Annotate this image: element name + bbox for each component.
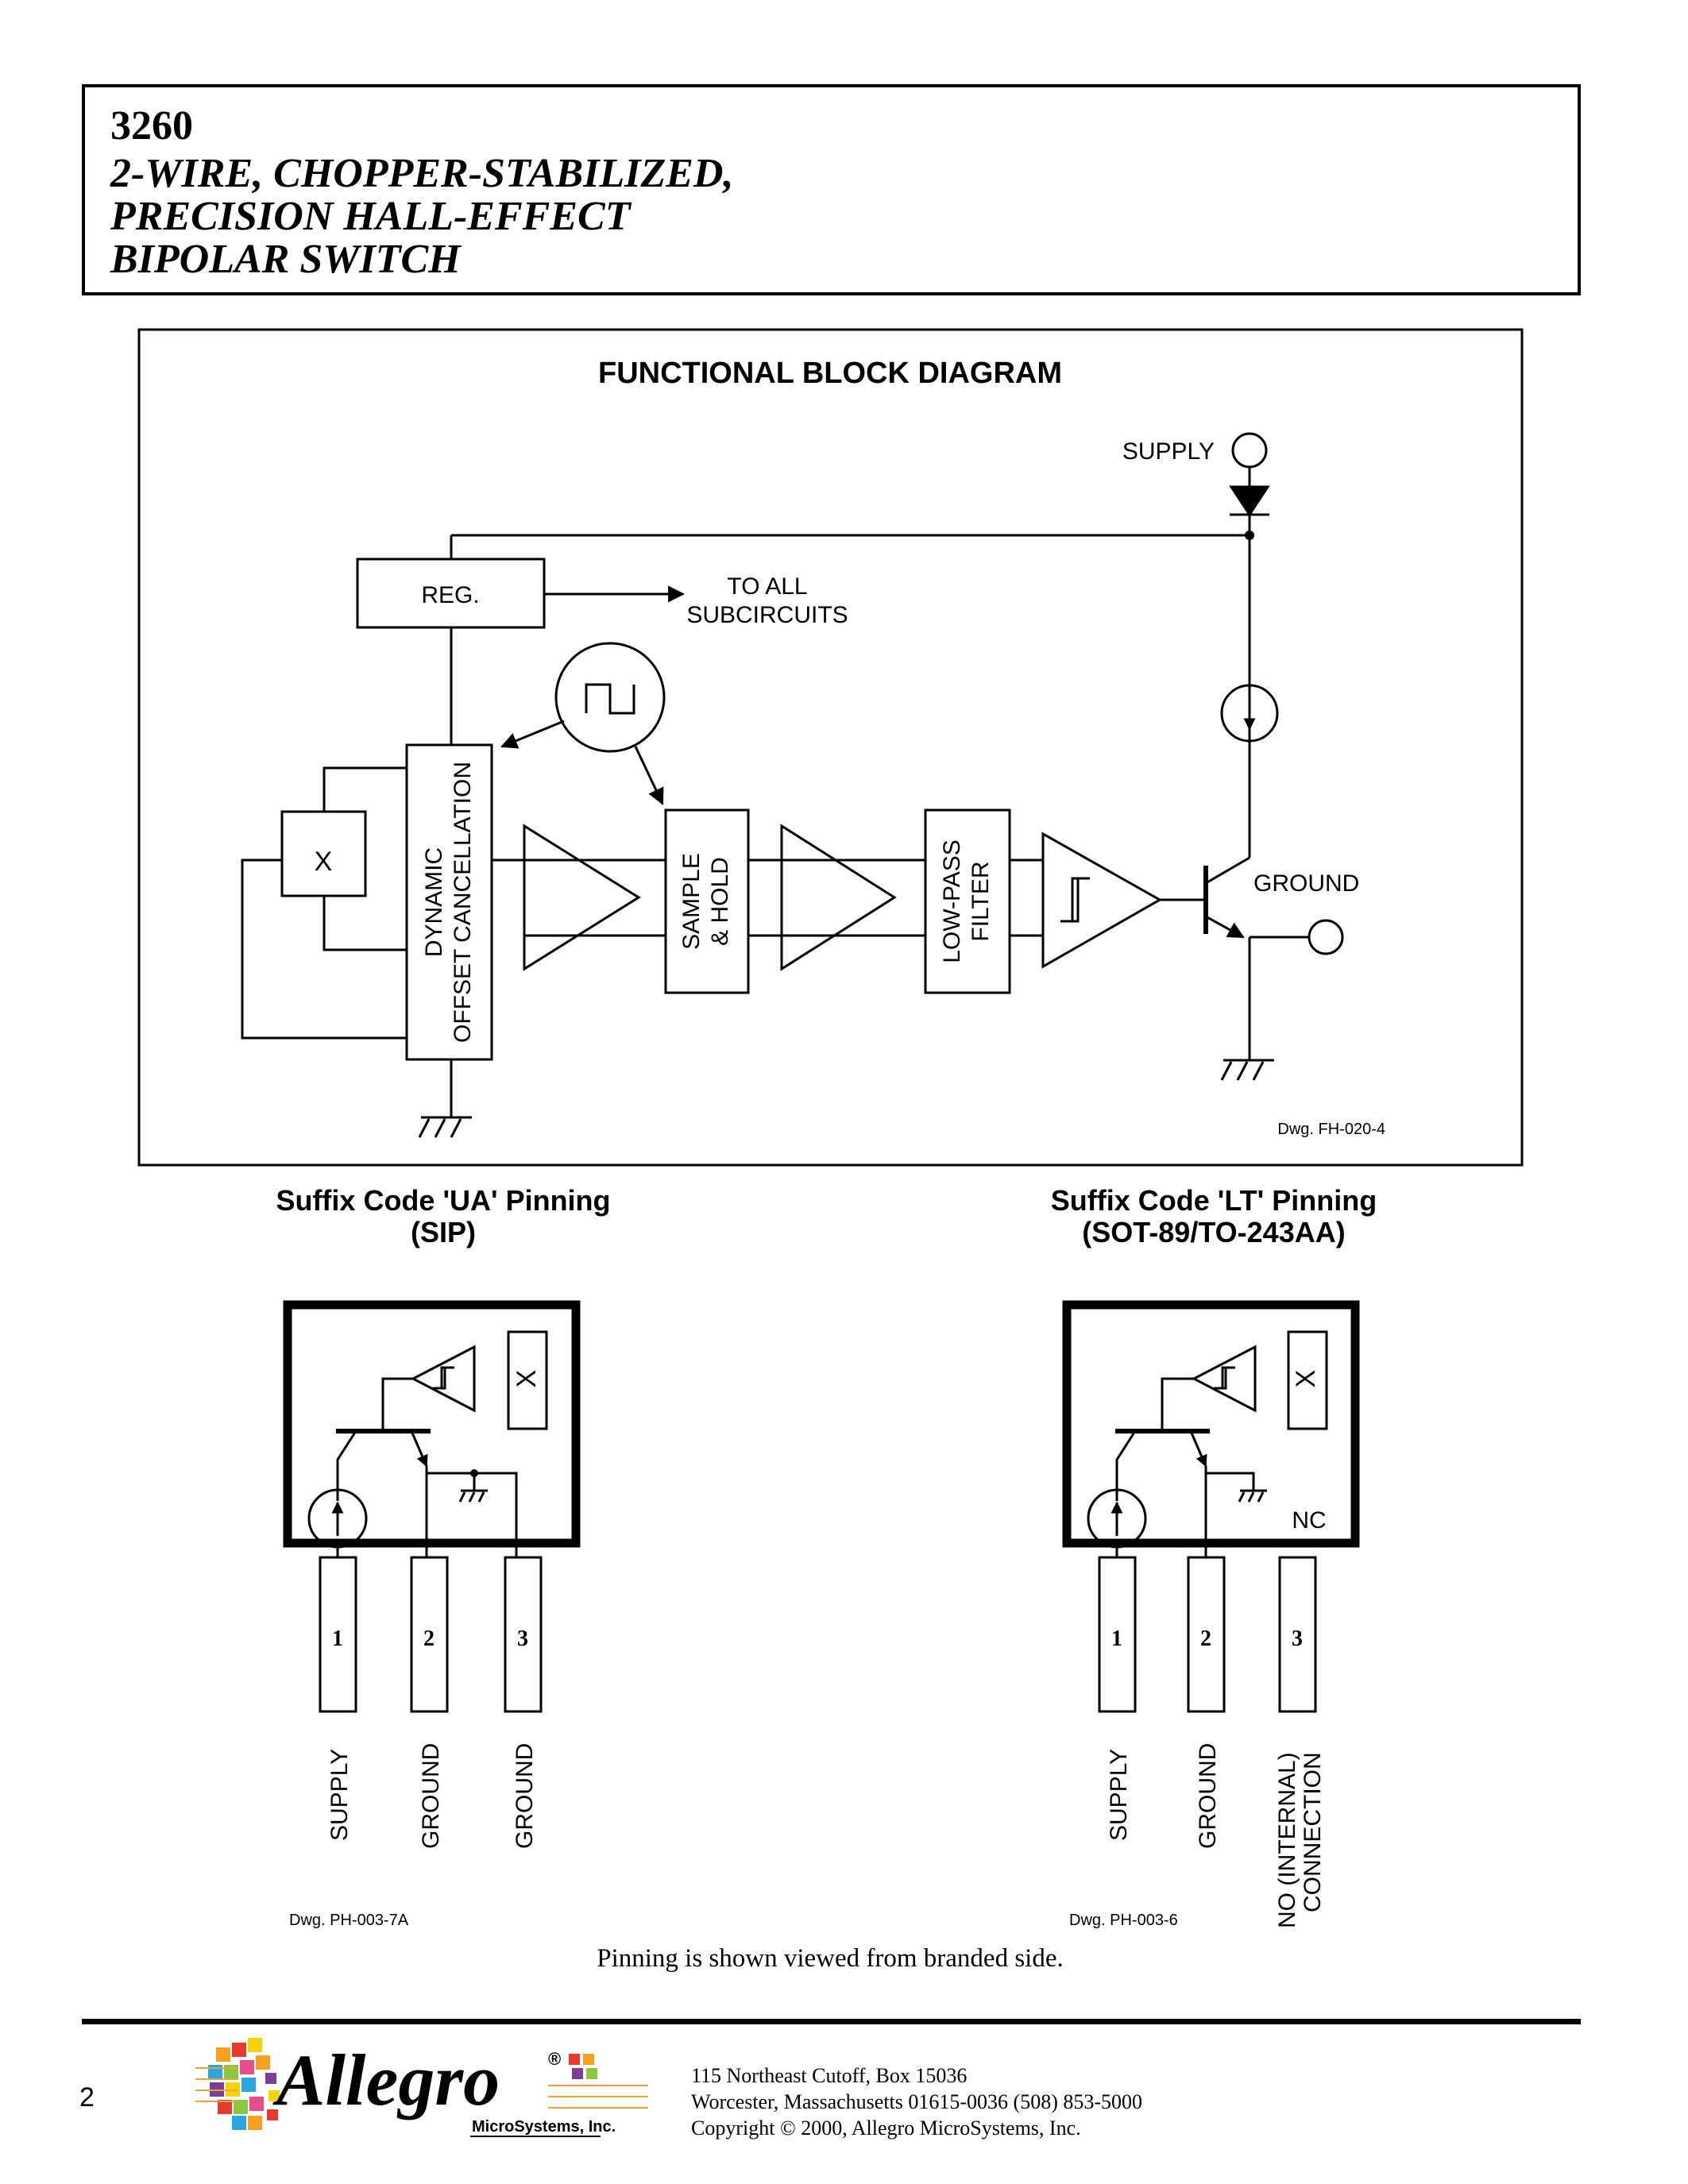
title-line-1: 2-WIRE, CHOPPER-STABILIZED,	[110, 151, 734, 196]
part-number: 3260	[110, 103, 193, 149]
allegro-logo: Allegro ® MicroSystems, Inc.	[195, 2038, 648, 2137]
ua-pin-3	[504, 1556, 543, 1713]
sh-label-1: SAMPLE	[678, 853, 705, 950]
logo-color-mosaic	[208, 2038, 597, 2130]
ua-pin-2-label: GROUND	[418, 1743, 444, 1849]
title-box: 3260 2-WIRE, CHOPPER-STABILIZED, PRECISI…	[82, 84, 1581, 295]
title-line-2: PRECISION HALL-EFFECT	[110, 194, 631, 239]
lt-pin-1-label: SUPPLY	[1106, 1749, 1132, 1841]
lt-pin-2-label: GROUND	[1195, 1743, 1221, 1849]
ua-title-1: Suffix Code 'UA' Pinning	[276, 1184, 610, 1217]
amplifier-1-icon	[523, 824, 641, 971]
ua-pin-3-number: 3	[517, 1626, 528, 1651]
lp-label-2: FILTER	[968, 861, 994, 941]
lt-title-2: (SOT-89/TO-243AA)	[1082, 1216, 1345, 1248]
lt-hall-element	[1287, 1330, 1328, 1430]
ua-hall-element	[507, 1330, 548, 1430]
ua-pinning-diagram: Suffix Code 'UA' Pinning (SIP)	[276, 1184, 610, 1929]
clock-oscillator-icon	[554, 642, 666, 753]
ua-package-body	[283, 1300, 581, 1548]
lt-pinning-diagram: Suffix Code 'LT' Pinning (SOT-89/TO-243A…	[1051, 1184, 1377, 1929]
ua-pin-2	[410, 1556, 449, 1713]
sample-hold-block	[664, 808, 750, 994]
lt-pin-3-label-1: NO (INTERNAL)	[1274, 1752, 1300, 1928]
supply-diode-icon	[1229, 485, 1270, 517]
to-all-label-1: TO ALL	[727, 573, 807, 600]
ua-pin-3-label: GROUND	[512, 1743, 538, 1849]
lt-nc-label: NC	[1292, 1507, 1326, 1534]
ua-dwg: Dwg. PH-003-7A	[289, 1912, 409, 1929]
ua-x-label: X	[512, 1370, 542, 1388]
lt-dwg: Dwg. PH-003-6	[1069, 1912, 1178, 1929]
dyn-label-2: OFFSET CANCELLATION	[450, 762, 476, 1043]
address-line-2: Worcester, Massachusetts 01615-0036 (508…	[691, 2090, 1142, 2113]
ground-label: GROUND	[1253, 870, 1359, 897]
address-line-1: 115 Northeast Cutoff, Box 15036	[691, 2064, 967, 2087]
lt-pin-3	[1278, 1556, 1317, 1713]
diagram-frame	[137, 328, 1524, 1167]
x-label: X	[315, 847, 333, 877]
lt-pin-3-number: 3	[1292, 1626, 1303, 1651]
ua-pin-1-number: 1	[332, 1626, 343, 1651]
sh-label-2: & HOLD	[707, 857, 733, 946]
to-all-label-2: SUBCIRCUITS	[686, 602, 848, 628]
ua-title-2: (SIP)	[411, 1216, 476, 1248]
lp-label-1: LOW-PASS	[939, 839, 965, 963]
amplifier-2-icon	[780, 824, 897, 971]
footer-rule	[82, 2019, 1581, 2024]
schmitt-trigger-icon	[1041, 832, 1163, 969]
lt-pin-1-number: 1	[1111, 1626, 1122, 1651]
lt-package-body	[1062, 1300, 1360, 1548]
lt-pin-2-number: 2	[1200, 1626, 1211, 1651]
lt-pin-2	[1187, 1556, 1226, 1713]
title-line-3: BIPOLAR SWITCH	[110, 237, 461, 282]
lt-title-1: Suffix Code 'LT' Pinning	[1051, 1184, 1377, 1217]
ground-terminal	[1308, 919, 1344, 955]
ua-pin-1	[319, 1556, 357, 1713]
page-number: 2	[79, 2082, 95, 2113]
dynamic-offset-cancellation-block	[405, 743, 493, 1061]
lt-x-label: X	[1291, 1370, 1321, 1388]
supply-terminal	[1231, 432, 1268, 469]
logo-registered-mark: ®	[548, 2049, 561, 2069]
low-pass-filter-block	[924, 808, 1011, 994]
ua-pin-2-number: 2	[423, 1626, 435, 1651]
diagram-title: FUNCTIONAL BLOCK DIAGRAM	[598, 357, 1062, 390]
reg-label: REG.	[421, 582, 479, 608]
copyright-line: Copyright © 2000, Allegro MicroSystems, …	[691, 2116, 1081, 2140]
logo-subtitle: MicroSystems, Inc.	[472, 2118, 616, 2136]
diagram-dwg: Dwg. FH-020-4	[1277, 1121, 1385, 1138]
current-source-icon	[1220, 684, 1279, 743]
ua-pin-1-label: SUPPLY	[326, 1749, 353, 1841]
lt-pin-3-label-2: CONNECTION	[1300, 1752, 1326, 1912]
pinning-caption: Pinning is shown viewed from branded sid…	[597, 1944, 1064, 1973]
logo-wordmark: Allegro	[272, 2039, 500, 2120]
lt-pin-1	[1098, 1556, 1137, 1713]
dyn-label-1: DYNAMIC	[421, 847, 447, 957]
functional-block-diagram: FUNCTIONAL BLOCK DIAGRAM	[137, 328, 1524, 1167]
supply-label: SUPPLY	[1122, 438, 1215, 465]
